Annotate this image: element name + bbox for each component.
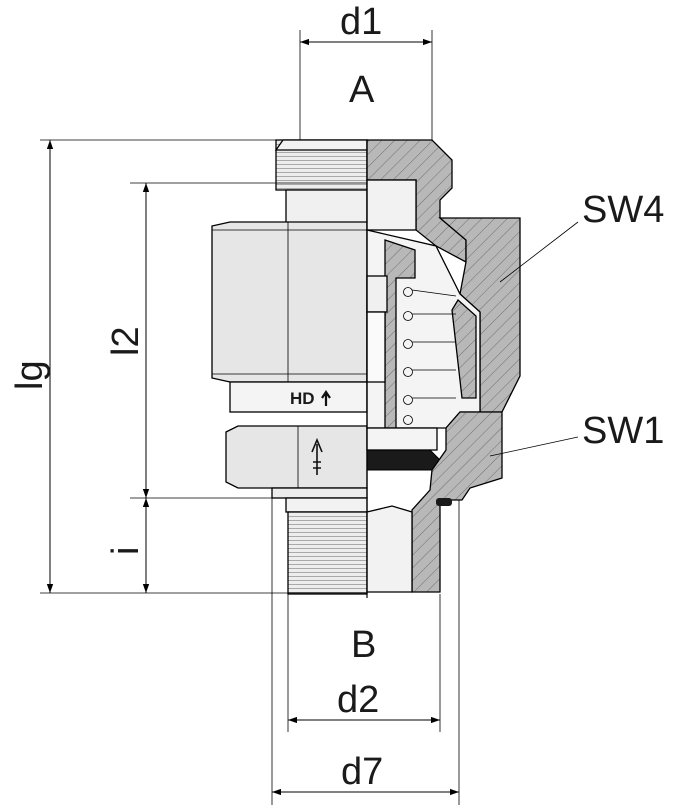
sleeve-face — [366, 311, 386, 383]
inlet-bore — [366, 179, 417, 231]
upper-neck — [285, 189, 368, 227]
label-sw4: SW4 — [582, 189, 664, 231]
seal-seat — [366, 427, 438, 451]
flow-arrow-small-icon — [321, 390, 331, 406]
collar-step — [285, 497, 368, 513]
collar — [271, 487, 368, 499]
lower-thread — [287, 511, 368, 595]
label-lg: lg — [9, 360, 51, 390]
label-sw1: SW1 — [582, 410, 664, 452]
upper-thread-chamfer — [274, 139, 368, 151]
nut-marking-text: HD — [290, 389, 315, 408]
dimension-l2: l2 — [105, 182, 367, 499]
dimension-d2: d2 — [287, 594, 441, 732]
label-i: i — [105, 547, 147, 555]
dimension-d1: d1 — [299, 1, 433, 140]
outlet-bore — [366, 505, 413, 593]
label-d7: d7 — [341, 751, 383, 793]
label-d2: d2 — [337, 679, 379, 721]
dimension-d7: d7 — [271, 498, 460, 805]
label-port-b: B — [351, 624, 376, 666]
callout-sw1: SW1 — [489, 410, 664, 457]
dimension-lg: lg — [9, 139, 367, 594]
callout-sw4: SW4 — [499, 189, 664, 283]
spring — [403, 287, 457, 425]
lower-seal — [436, 498, 452, 506]
poppet-section — [451, 298, 477, 399]
lower-hex-body — [225, 425, 368, 489]
dimension-i: i — [105, 498, 150, 593]
label-l2: l2 — [105, 326, 147, 356]
o-ring-seal — [366, 449, 441, 471]
label-d1: d1 — [340, 1, 382, 43]
label-port-a: A — [349, 69, 375, 111]
external-view-half: HD — [211, 139, 368, 595]
upper-hex-nut — [211, 221, 368, 383]
section-view-half — [366, 139, 521, 593]
flow-direction-arrow-icon — [311, 437, 323, 475]
retainer-ring — [366, 275, 388, 313]
marking-band — [229, 381, 368, 413]
outlet-body-section — [411, 411, 503, 593]
